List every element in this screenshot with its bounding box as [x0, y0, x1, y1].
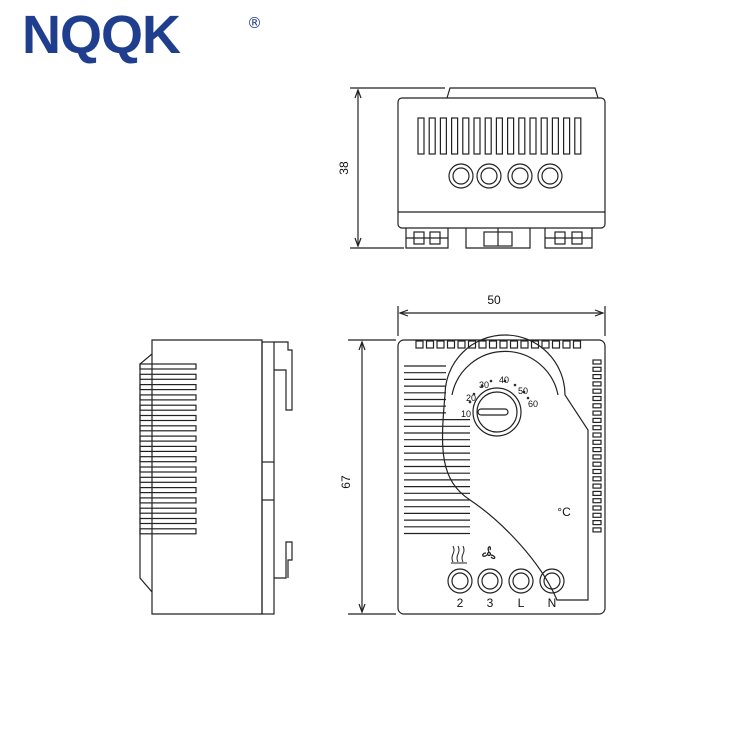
front-view-body — [397, 339, 606, 615]
dimension-label-67: 67 — [339, 475, 353, 489]
front-view — [397, 334, 606, 615]
unit-label: °C — [557, 505, 571, 519]
registered-mark: ® — [247, 14, 262, 32]
front-view-fins — [404, 365, 470, 535]
dial-panel-inner-arc — [451, 350, 559, 396]
dimension-38 — [350, 87, 445, 249]
side-view-fins — [139, 363, 197, 535]
fan-icon — [482, 546, 496, 560]
side-view — [139, 339, 293, 615]
dial-scale-ticks — [468, 379, 530, 404]
front-view-terminals — [447, 568, 565, 594]
top-view-clips — [405, 228, 593, 249]
brand-name: NQQK — [22, 5, 181, 65]
side-view-clip-bottom — [274, 541, 293, 579]
top-view — [350, 87, 606, 249]
brand-logo: NQQK — [22, 5, 181, 65]
heater-icon — [451, 545, 467, 564]
side-view-rail — [261, 341, 275, 615]
terminal-label: 3 — [487, 596, 494, 610]
dial-scale-label: 20 — [466, 393, 476, 403]
dial-knob-rim — [472, 387, 522, 437]
front-view-right-slots — [592, 359, 602, 533]
dial-pointer — [477, 408, 509, 416]
terminal-label: N — [548, 596, 557, 610]
side-view-clip-top — [274, 341, 293, 411]
dial-scale-label: 30 — [479, 380, 489, 390]
dial-scale-label: 50 — [518, 386, 528, 396]
front-view-top-slots — [415, 340, 582, 349]
dial-scale-label: 10 — [461, 409, 471, 419]
top-view-terminals — [448, 163, 563, 189]
dial-scale-label: 60 — [528, 399, 538, 409]
terminal-label: 2 — [457, 596, 464, 610]
dial-panel — [441, 334, 589, 601]
dimension-67 — [348, 339, 396, 615]
dial-knob[interactable] — [476, 391, 518, 433]
dimension-label-38: 38 — [337, 161, 351, 175]
top-view-body — [397, 97, 606, 229]
dial-scale-label: 40 — [499, 375, 509, 385]
dimension-50 — [397, 306, 606, 336]
top-view-vents — [417, 117, 582, 155]
dimension-label-50: 50 — [487, 293, 501, 307]
terminal-label: L — [518, 596, 525, 610]
top-view-cap — [446, 87, 599, 99]
